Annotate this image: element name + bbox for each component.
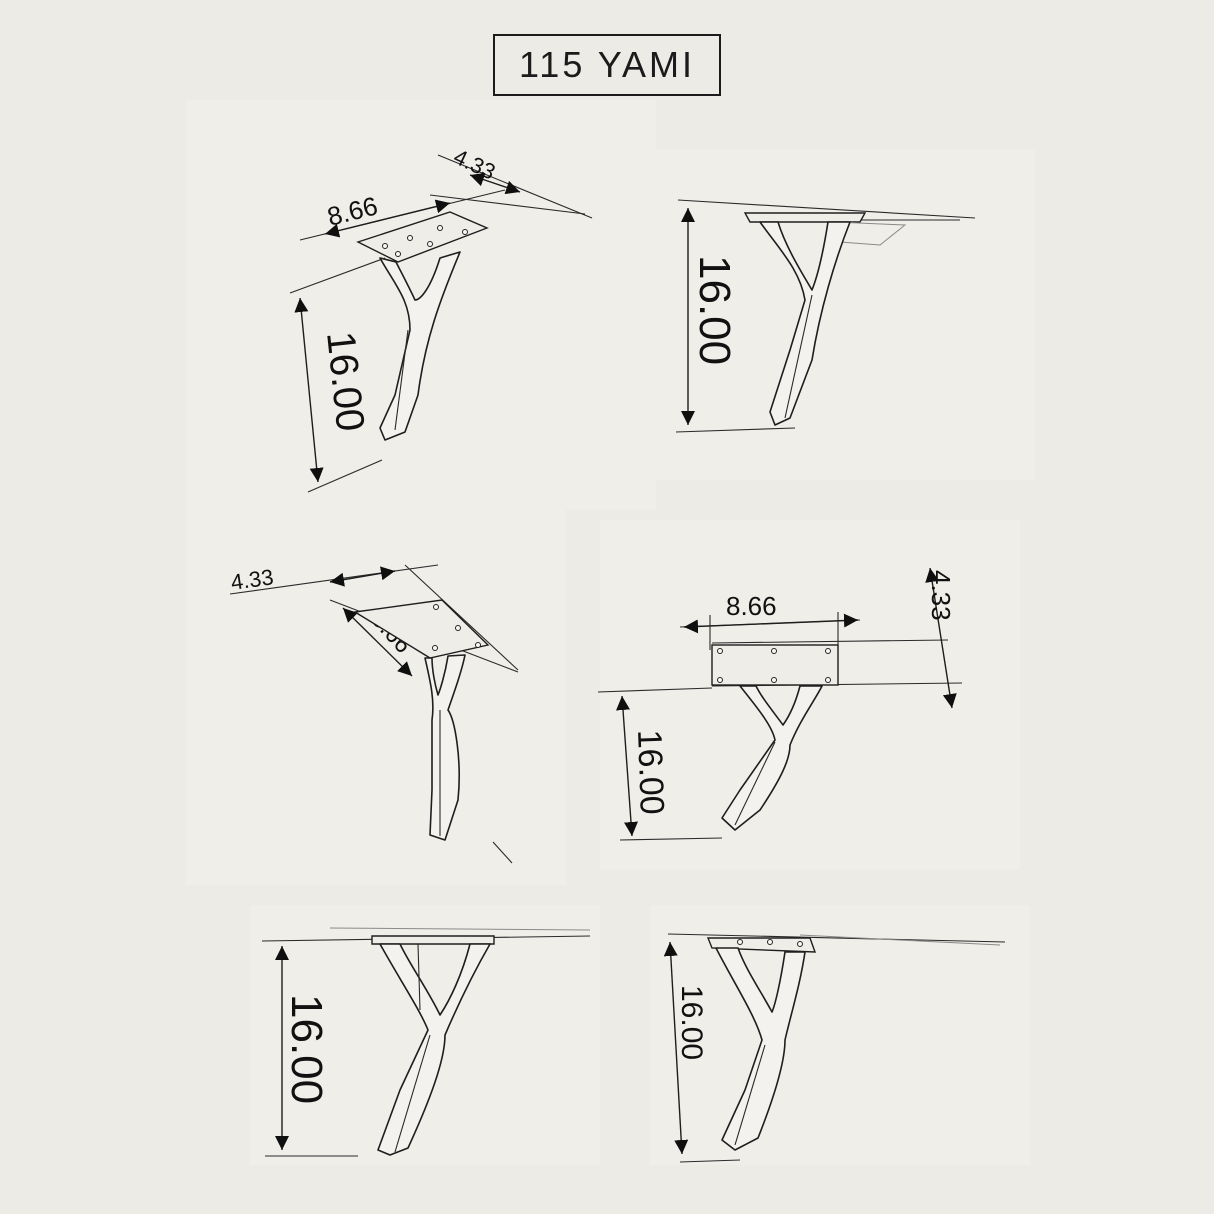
- twisted-leg: [759, 221, 851, 426]
- height-dimension-line: [663, 941, 689, 1155]
- height-dimension-line: [294, 297, 324, 483]
- depth-dimension-line: [925, 567, 957, 709]
- height-extension-line: [289, 257, 386, 294]
- height-label: 16.00: [675, 985, 708, 1060]
- screw-hole: [433, 604, 439, 610]
- leg-edge: [734, 741, 776, 826]
- screw-hole: [825, 677, 831, 683]
- depth-label: 4.33: [926, 570, 956, 621]
- depth-dimension-line: [329, 566, 396, 587]
- extension-line: [492, 841, 513, 864]
- height-extension-line: [307, 459, 383, 493]
- view-bottom-left: 16.00: [261, 927, 591, 1157]
- screw-hole: [437, 225, 443, 231]
- height-extension-line: [597, 687, 713, 693]
- mounting-plate: [356, 211, 489, 263]
- top-extension-line: [667, 933, 1006, 943]
- height-dimension-line: [616, 695, 638, 837]
- screw-hole: [475, 642, 481, 648]
- view-mid-right: 8.66 4.33 16.00: [597, 567, 963, 841]
- screw-hole: [717, 677, 723, 683]
- leg-center-edge: [417, 943, 421, 1011]
- screw-hole: [771, 648, 777, 654]
- screw-hole: [455, 625, 461, 631]
- screw-hole: [427, 241, 433, 247]
- leg-edge: [394, 329, 409, 431]
- mounting-plate: [743, 212, 867, 223]
- view-mid-left: 4.33 8.66: [229, 564, 519, 864]
- product-title: 115 YAMI: [493, 34, 721, 96]
- height-label: 16.00: [630, 729, 671, 815]
- height-label: 16.00: [690, 255, 739, 365]
- screw-hole: [737, 939, 743, 945]
- depth-extension-line: [429, 194, 586, 215]
- width-dimension-line: [683, 613, 859, 634]
- screw-hole: [432, 645, 438, 651]
- width-dimension-line: [342, 607, 413, 677]
- mounting-plate: [371, 935, 495, 945]
- screw-hole: [825, 648, 831, 654]
- height-extension-line: [619, 837, 723, 841]
- screw-hole: [717, 648, 723, 654]
- screw-hole: [382, 243, 388, 249]
- leg-edge: [734, 1044, 766, 1146]
- height-extension-line: [675, 427, 796, 433]
- height-label: 16.00: [282, 994, 331, 1104]
- height-extension-line: [679, 1159, 741, 1163]
- leg-edge: [394, 1034, 431, 1153]
- depth-dimension-line: [469, 172, 521, 195]
- top-extension-line: [677, 199, 976, 219]
- screw-hole: [462, 229, 468, 235]
- twisted-leg: [377, 943, 491, 1156]
- top-ghost-line: [329, 927, 591, 931]
- panel-background: [186, 505, 566, 885]
- screw-hole: [797, 941, 803, 947]
- screw-hole: [767, 939, 773, 945]
- twisted-leg: [721, 685, 823, 831]
- screw-hole: [771, 677, 777, 683]
- twisted-leg: [424, 654, 466, 841]
- height-label: 16.00: [318, 329, 372, 433]
- depth-extension-line: [711, 639, 949, 644]
- mounting-plate: [352, 599, 490, 659]
- depth-label: 4.33: [229, 564, 275, 595]
- view-top-right: 16.00: [675, 199, 976, 433]
- top-ghost-line: [799, 934, 1001, 946]
- view-bottom-right: 16.00: [663, 933, 1006, 1163]
- width-label: 8.66: [726, 591, 777, 621]
- leg-edge: [784, 294, 813, 419]
- screw-hole: [395, 251, 401, 257]
- width-extension-line: [404, 564, 519, 671]
- twisted-leg: [715, 947, 806, 1151]
- screw-hole: [407, 235, 413, 241]
- width-dimension-line: [324, 199, 451, 238]
